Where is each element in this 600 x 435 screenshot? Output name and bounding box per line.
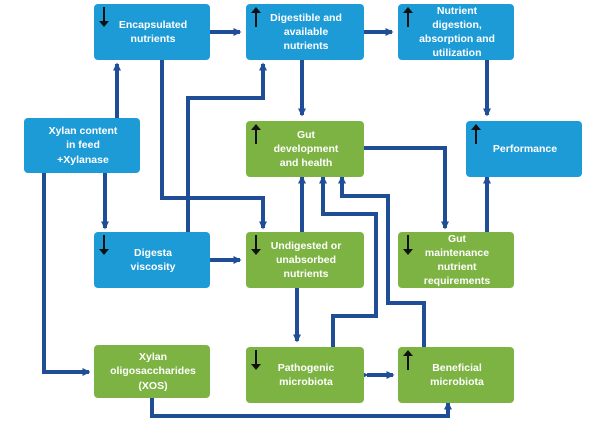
node-label: Nutrient digestion, absorption and utili… bbox=[419, 4, 495, 60]
node-label: Xylan oligosaccharides (XOS) bbox=[110, 351, 196, 392]
down-arrow-icon bbox=[99, 7, 109, 27]
node-label: Gut maintenance nutrient requirements bbox=[423, 232, 491, 288]
arrow-gut-development-to-gut-maintenance bbox=[364, 146, 449, 230]
node-label: Performance bbox=[492, 142, 558, 155]
node-label: Gut development and health bbox=[273, 128, 339, 170]
arrow-xylan-to-xos bbox=[42, 173, 91, 376]
up-arrow-icon bbox=[471, 124, 481, 144]
down-arrow-icon bbox=[251, 235, 261, 255]
arrow-beneficial-to-gut-development bbox=[338, 175, 426, 347]
node-undigested-nutrients: Undigested or unabsorbed nutrients bbox=[246, 232, 364, 288]
node-encapsulated-nutrients: Encapsulated nutrients bbox=[94, 4, 210, 60]
node-pathogenic-microbiota: Pathogenic microbiota bbox=[246, 347, 364, 403]
arrow-viscosity-to-digestible bbox=[186, 62, 267, 232]
down-arrow-icon bbox=[403, 235, 413, 255]
node-gut-development: Gut development and health bbox=[246, 121, 364, 177]
arrow-encapsulated-to-undigested bbox=[160, 60, 267, 230]
node-label: Digesta viscosity bbox=[130, 246, 176, 273]
node-gut-maintenance: Gut maintenance nutrient requirements bbox=[398, 232, 514, 288]
node-label: Pathogenic microbiota bbox=[277, 361, 335, 388]
node-digesta-viscosity: Digesta viscosity bbox=[94, 232, 210, 288]
arrow-pathogenic-to-gut-development bbox=[319, 175, 378, 347]
down-arrow-icon bbox=[251, 350, 261, 370]
node-label: Beneficial microbiota bbox=[430, 361, 484, 388]
up-arrow-icon bbox=[251, 7, 261, 27]
node-xylan-content: Xylan content in feed +Xylanase bbox=[24, 118, 140, 173]
node-performance: Performance bbox=[466, 121, 582, 177]
down-arrow-icon bbox=[99, 235, 109, 255]
node-nutrient-digestion: Nutrient digestion, absorption and utili… bbox=[398, 4, 514, 60]
up-arrow-icon bbox=[251, 124, 261, 144]
arrow-xos-to-beneficial bbox=[150, 398, 452, 418]
node-label: Digestible and available nutrients bbox=[270, 11, 342, 53]
node-xylan-oligosaccharides: Xylan oligosaccharides (XOS) bbox=[94, 345, 210, 398]
up-arrow-icon bbox=[403, 350, 413, 370]
node-label: Xylan content in feed +Xylanase bbox=[48, 125, 118, 166]
node-label: Undigested or unabsorbed nutrients bbox=[270, 239, 342, 281]
up-arrow-icon bbox=[403, 7, 413, 27]
node-beneficial-microbiota: Beneficial microbiota bbox=[398, 347, 514, 403]
node-label: Encapsulated nutrients bbox=[118, 18, 188, 45]
node-digestible-nutrients: Digestible and available nutrients bbox=[246, 4, 364, 60]
